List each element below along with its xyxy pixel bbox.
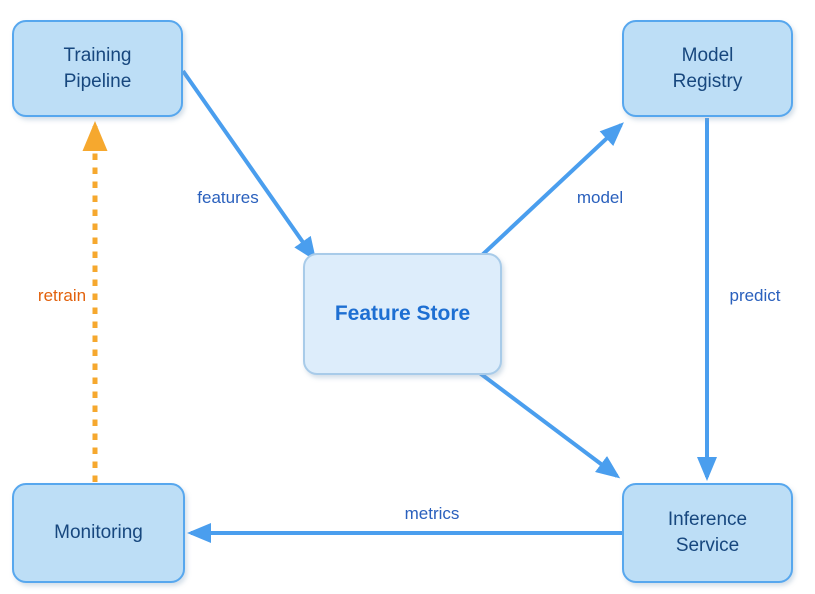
node-model-registry-label: Model Registry [672,44,743,92]
node-feature-store[interactable]: Feature Store [303,253,502,375]
node-monitoring[interactable]: Monitoring [12,483,185,583]
edge-label-predict: predict [729,286,781,305]
node-monitoring-label: Monitoring [54,522,143,544]
edge-label-features: features [197,188,259,207]
node-training-pipeline[interactable]: Training Pipeline [12,20,183,117]
edge-label-metrics: metrics [404,504,460,523]
node-model-registry[interactable]: Model Registry [622,20,793,117]
node-feature-store-label: Feature Store [334,301,471,325]
edge-label-model: model [576,188,624,207]
node-training-pipeline-label: Training Pipeline [63,44,132,92]
edge-label-retrain: retrain [37,286,87,305]
edge-serve [475,369,621,479]
node-inference-service-label: Inference Service [667,509,748,556]
edge-model [478,122,624,259]
node-inference-service[interactable]: Inference Service [622,483,793,583]
edge-features [181,69,317,262]
